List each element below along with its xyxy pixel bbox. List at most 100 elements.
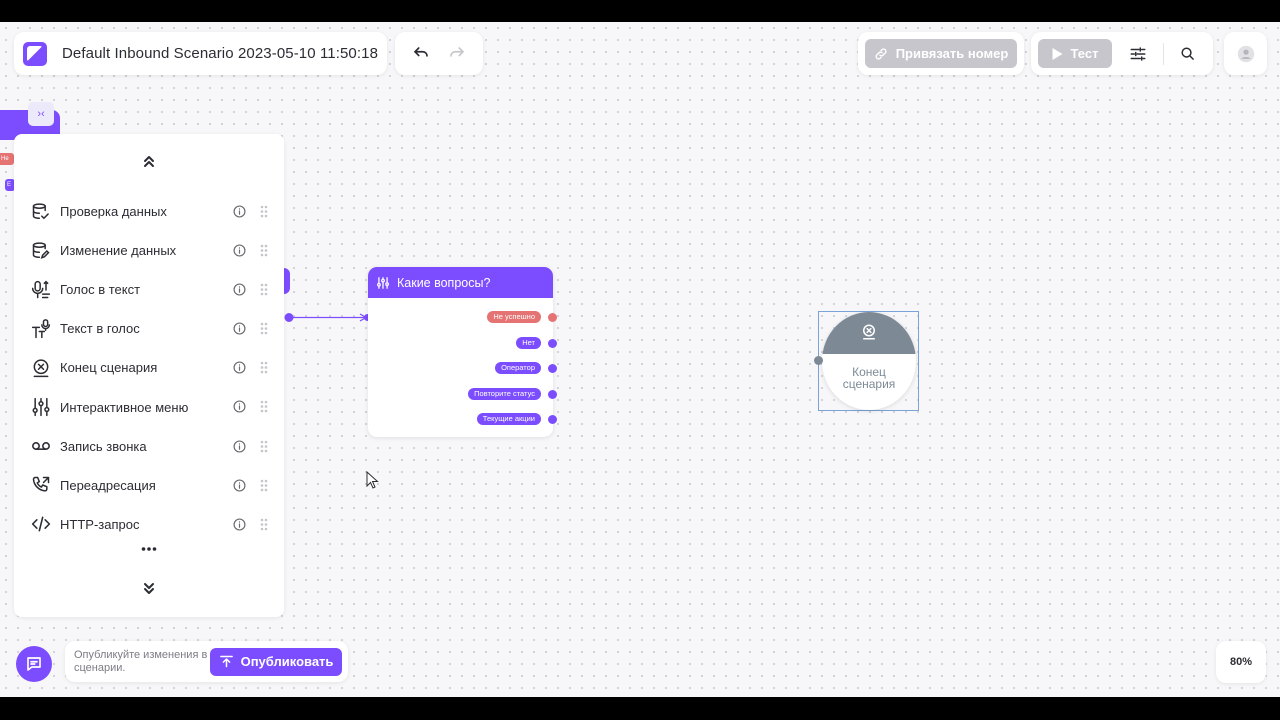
text-voice-icon: [30, 318, 52, 340]
collapse-palette-button[interactable]: ›‹: [28, 102, 54, 126]
output-badge: Текущие акции: [476, 413, 541, 425]
sliders-icon: [30, 396, 52, 418]
bind-number-panel: Привязать номер: [858, 32, 1024, 75]
source-node-edge[interactable]: [282, 268, 290, 294]
end-node-circle: Конец сценария: [822, 312, 916, 410]
database-edit-icon: [30, 240, 52, 262]
output-port[interactable]: [548, 414, 557, 424]
publish-button[interactable]: Опубликовать: [210, 647, 342, 676]
menu-node-header[interactable]: Какие вопросы?: [368, 267, 553, 298]
drag-handle-icon[interactable]: [260, 479, 268, 492]
end-scenario-icon: [860, 323, 878, 341]
output-port[interactable]: [548, 338, 557, 348]
drag-handle-icon[interactable]: [260, 205, 268, 218]
scenario-canvas[interactable]: Default Inbound Scenario 2023-05-10 11:5…: [0, 22, 1280, 697]
output-port[interactable]: [548, 389, 557, 399]
info-icon[interactable]: [233, 205, 246, 218]
output-port[interactable]: [548, 363, 557, 373]
info-icon[interactable]: [233, 518, 246, 531]
test-button[interactable]: Тест: [1038, 39, 1112, 68]
end-scenario-icon: [30, 357, 52, 379]
zoom-level[interactable]: 80%: [1216, 641, 1266, 683]
block-palette: Проверка данных Изменение данных Голос в…: [14, 134, 284, 617]
more-items-icon[interactable]: [139, 542, 159, 556]
info-icon[interactable]: [233, 361, 246, 374]
database-check-icon: [30, 201, 52, 223]
toolbar-divider: [1163, 42, 1164, 65]
output-badge: Не успешно: [487, 311, 541, 323]
palette-item-speech-to-text[interactable]: Голос в текст: [14, 270, 284, 309]
drag-handle-icon[interactable]: [260, 440, 268, 453]
palette-item-http-request[interactable]: HTTP-запрос: [14, 505, 284, 544]
chat-button[interactable]: [16, 646, 52, 682]
settings-sliders-icon[interactable]: [1129, 45, 1147, 63]
output-badge: Нет: [516, 337, 541, 349]
drag-handle-icon[interactable]: [260, 400, 268, 413]
publish-label: Опубликовать: [240, 654, 334, 669]
output-port[interactable]: [548, 312, 557, 322]
bind-number-button[interactable]: Привязать номер: [865, 39, 1017, 68]
info-icon[interactable]: [233, 479, 246, 492]
end-node-label: Конец сценария: [822, 366, 916, 390]
palette-item-text-to-speech[interactable]: Текст в голос: [14, 309, 284, 348]
end-node-label-line: сценария: [842, 377, 896, 391]
palette-item-label: Голос в текст: [60, 282, 141, 298]
title-bar: Default Inbound Scenario 2023-05-10 11:5…: [14, 32, 387, 75]
play-icon: [1052, 47, 1063, 60]
drag-handle-icon[interactable]: [260, 361, 268, 374]
palette-item-call-forwarding[interactable]: Переадресация: [14, 466, 284, 505]
output-badge: Повторите статус: [468, 388, 541, 400]
palette-item-label: Конец сценария: [60, 360, 158, 376]
palette-item-call-recording[interactable]: Запись звонка: [14, 427, 284, 466]
palette-item-data-edit[interactable]: Изменение данных: [14, 231, 284, 270]
drag-handle-icon[interactable]: [260, 322, 268, 335]
info-icon[interactable]: [233, 440, 246, 453]
end-node-input-port[interactable]: [814, 356, 823, 365]
sliders-icon: [376, 276, 390, 290]
palette-item-interactive-menu[interactable]: Интерактивное меню: [14, 387, 284, 426]
publish-panel: Опубликуйте изменения в сценарии. Опубли…: [65, 641, 348, 682]
palette-item-data-check[interactable]: Проверка данных: [14, 192, 284, 231]
user-icon: [1237, 45, 1255, 63]
end-node-header: [822, 312, 916, 354]
test-panel: Тест: [1031, 32, 1213, 75]
palette-item-label: Запись звонка: [60, 438, 147, 454]
palette-item-end-scenario[interactable]: Конец сценария: [14, 348, 284, 387]
palette-item-label: Проверка данных: [60, 204, 167, 220]
undo-icon[interactable]: [412, 45, 430, 63]
info-icon[interactable]: [233, 244, 246, 257]
drag-handle-icon[interactable]: [260, 518, 268, 531]
scenario-title[interactable]: Default Inbound Scenario 2023-05-10 11:5…: [62, 45, 379, 62]
search-icon[interactable]: [1180, 46, 1195, 61]
mouse-cursor-icon: [366, 471, 379, 489]
publish-hint: Опубликуйте изменения в сценарии.: [74, 648, 208, 674]
partial-output-badge: Е: [5, 179, 15, 191]
test-label: Тест: [1070, 46, 1099, 61]
drag-handle-icon[interactable]: [260, 244, 268, 257]
code-icon: [30, 513, 52, 535]
info-icon[interactable]: [233, 283, 246, 296]
palette-item-label: Изменение данных: [60, 243, 177, 259]
redo-icon[interactable]: [448, 45, 466, 63]
microphone-text-icon: [30, 279, 52, 301]
palette-item-label: Текст в голос: [60, 321, 140, 337]
scroll-up-icon[interactable]: [139, 153, 159, 169]
end-node-label-line: Конец: [852, 365, 886, 379]
scroll-down-icon[interactable]: [139, 581, 159, 597]
info-icon[interactable]: [233, 322, 246, 335]
palette-item-label: Интерактивное меню: [60, 399, 189, 415]
palette-item-label: Переадресация: [60, 477, 156, 493]
end-scenario-node[interactable]: Конец сценария: [814, 311, 919, 411]
link-icon: [874, 47, 888, 61]
app-logo[interactable]: [23, 41, 47, 66]
interactive-menu-node[interactable]: Какие вопросы? Не успешно Нет Оператор П…: [368, 267, 557, 437]
upload-icon: [219, 654, 234, 669]
info-icon[interactable]: [233, 400, 246, 413]
output-badge: Оператор: [495, 362, 541, 374]
user-avatar[interactable]: [1224, 32, 1267, 75]
drag-handle-icon[interactable]: [260, 283, 268, 296]
phone-forward-icon: [30, 474, 52, 496]
chat-icon: [25, 655, 43, 673]
menu-node-title: Какие вопросы?: [397, 275, 491, 290]
palette-item-label: HTTP-запрос: [60, 516, 140, 532]
